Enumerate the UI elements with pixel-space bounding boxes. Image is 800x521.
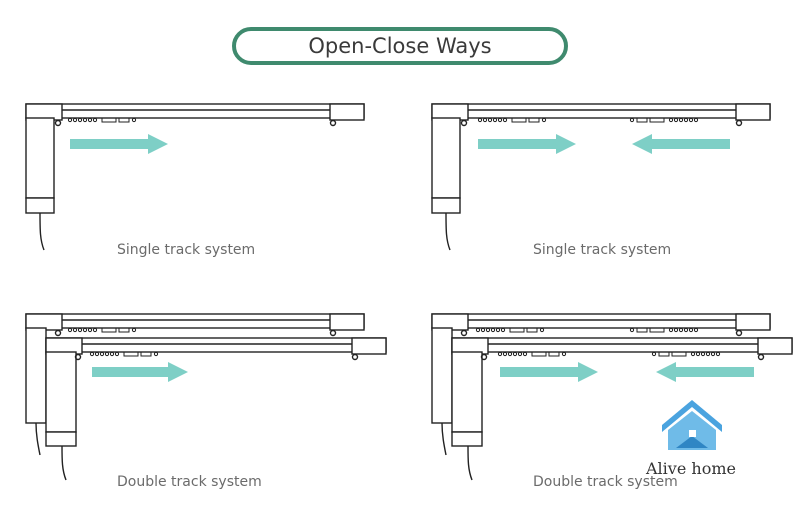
arrow-right — [478, 134, 576, 154]
caption-panel-1: Single track system — [117, 242, 256, 258]
panel-double-track-one-way — [25, 313, 387, 481]
arrow-right — [500, 362, 598, 382]
watermark-text: Alive home — [646, 459, 736, 478]
arrow-right — [70, 134, 168, 154]
panel-single-track-one-way — [25, 103, 365, 251]
title-pill: Open-Close Ways — [232, 27, 568, 65]
arrow-right — [92, 362, 188, 382]
page-title: Open-Close Ways — [308, 34, 492, 58]
caption-panel-2: Single track system — [533, 242, 672, 258]
panel-single-track-center — [431, 103, 771, 251]
panel-double-track-center — [431, 313, 793, 481]
caption-panel-3: Double track system — [117, 474, 262, 490]
arrow-left — [656, 362, 754, 382]
caption-panel-4: Double track system — [533, 474, 678, 490]
arrow-left — [632, 134, 730, 154]
house-logo-icon — [662, 400, 722, 450]
